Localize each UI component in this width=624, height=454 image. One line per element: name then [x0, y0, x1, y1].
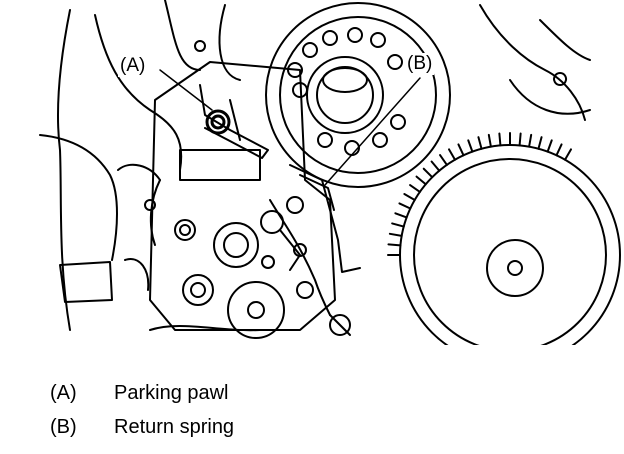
legend-key: (B) [50, 415, 77, 438]
housing-outline [39, 0, 591, 332]
leader-lines [159, 69, 421, 186]
gear [387, 132, 621, 345]
gear-tooth [555, 143, 563, 157]
return-spring [269, 164, 361, 316]
gear-tooth [430, 160, 441, 172]
gear-tooth [403, 193, 416, 201]
gear-tooth [477, 136, 483, 150]
legend-text: Return spring [114, 415, 235, 438]
pump-housing [265, 2, 451, 188]
gear-tooth [387, 243, 402, 247]
gear-tooth [409, 184, 421, 193]
gear-tooth [415, 175, 427, 186]
gear-tooth [448, 148, 456, 161]
gear-tooth [457, 143, 465, 157]
gear-tooth [467, 139, 474, 153]
gear-tooth [564, 148, 572, 161]
gear-tooth [537, 136, 543, 150]
gear-tooth [422, 167, 434, 179]
technical-drawing [39, 0, 621, 345]
parking-pawl [199, 84, 269, 159]
legend-key: (A) [50, 381, 77, 404]
gear-tooth [439, 154, 448, 166]
legend-item-b: (B) Return spring [50, 410, 234, 444]
legend-text: Parking pawl [114, 381, 229, 404]
gear-tooth [528, 133, 533, 148]
gear-tooth [546, 139, 553, 153]
gear-tooth [498, 132, 502, 147]
gear-tooth [518, 132, 522, 147]
gear-tooth [487, 133, 492, 148]
legend-item-a: (A) Parking pawl [50, 376, 234, 410]
gear-tooth [391, 222, 405, 228]
callout-a: (A) [118, 55, 148, 77]
callout-b: (B) [405, 53, 435, 75]
gear-tooth [398, 202, 412, 210]
gear-tooth [388, 232, 403, 237]
legend: (A) Parking pawl (B) Return spring [50, 376, 234, 444]
gear-tooth [394, 212, 408, 219]
